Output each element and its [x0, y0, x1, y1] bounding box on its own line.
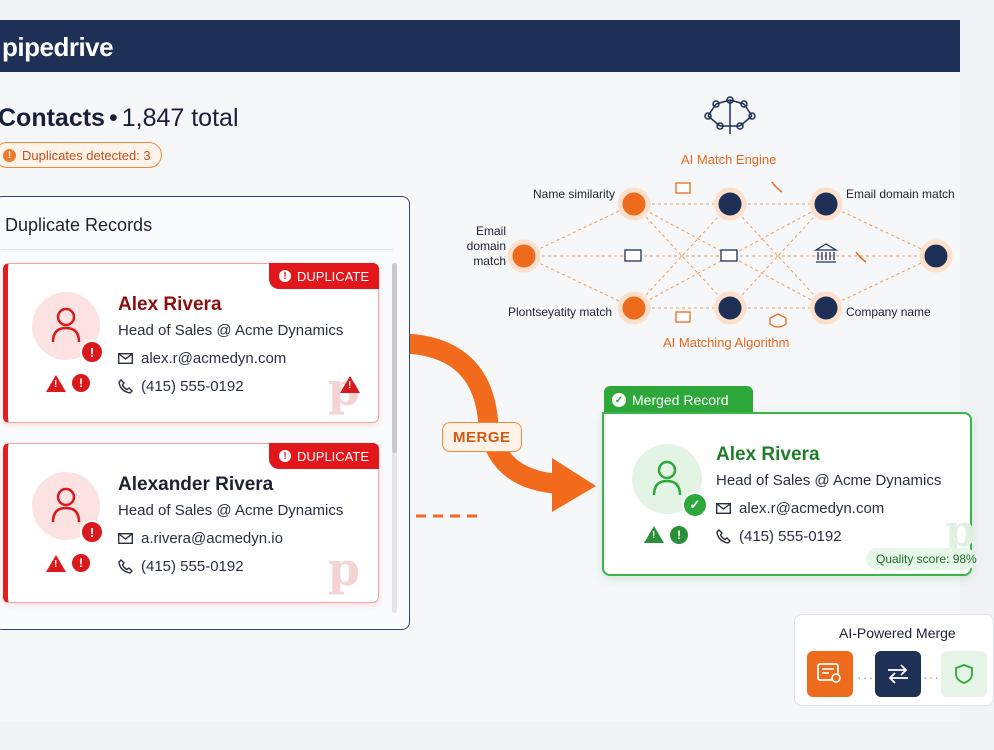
warning-triangle-icon: !: [46, 374, 66, 392]
contact-count: 1,847 total: [121, 104, 239, 132]
duplicate-records-panel: Duplicate Records ! DUPLICATE ! ! ! Alex …: [0, 196, 410, 630]
document-search-icon: [817, 663, 841, 683]
swap-merge-button[interactable]: [875, 651, 921, 697]
merged-record-tab: ✓ Merged Record: [604, 386, 753, 414]
panel-scrollbar[interactable]: [392, 263, 397, 613]
contact-email: alex.r@acmedyn.com: [141, 350, 287, 367]
phone-icon: [118, 379, 133, 394]
check-icon: ✓: [612, 393, 626, 407]
contact-phone-row: (415) 555-0192: [118, 378, 244, 395]
contact-email: alex.r@acmedyn.com: [739, 500, 885, 517]
duplicate-records-title: Duplicate Records: [5, 215, 153, 235]
merge-button[interactable]: MERGE: [442, 422, 522, 452]
label-phonetic-match: Plontseyatity match: [508, 305, 613, 319]
check-icon: ✓: [682, 492, 708, 518]
quality-score-badge: Quality score: 98%: [866, 548, 977, 570]
contact-email: a.rivera@acmedyn.io: [141, 530, 283, 547]
swap-arrows-icon: [888, 664, 908, 684]
contact-phone: (415) 555-0192: [739, 528, 842, 545]
duplicate-badge: ! DUPLICATE: [269, 443, 379, 469]
contact-name: Alex Rivera: [716, 444, 820, 465]
label-company-name: Company name: [846, 305, 931, 319]
label-name-similarity: Name similarity: [533, 187, 616, 201]
alert-icon: !: [80, 340, 104, 364]
warning-triangle-icon: !: [46, 554, 66, 572]
contact-role: Head of Sales @ Acme Dynamics: [118, 322, 344, 339]
envelope-icon: [715, 502, 732, 515]
duplicates-detected-pill[interactable]: ! Duplicates detected: 3: [0, 142, 162, 168]
contact-phone-row: (415) 555-0192: [118, 558, 244, 575]
duplicates-detected-text: Duplicates detected: 3: [22, 147, 151, 163]
duplicate-badge-text: DUPLICATE: [297, 448, 369, 464]
title-separator: •: [108, 104, 118, 132]
warning-icons: ! !: [46, 554, 90, 572]
avatar: !: [32, 292, 104, 364]
avatar: !: [32, 472, 104, 544]
duplicate-badge-text: DUPLICATE: [297, 268, 369, 284]
duplicate-badge: ! DUPLICATE: [269, 263, 379, 289]
duplicate-card[interactable]: ! DUPLICATE ! ! ! Alexander Rivera Head o…: [3, 443, 379, 603]
alert-circle-icon: !: [670, 526, 688, 544]
alert-icon: !: [80, 520, 104, 544]
record-scan-button[interactable]: [807, 651, 853, 697]
shield-check-icon: [955, 664, 973, 684]
pipedrive-logo[interactable]: pipedrive: [2, 32, 114, 62]
contact-email-row: alex.r@acmedyn.com: [117, 350, 287, 367]
contact-role: Head of Sales @ Acme Dynamics: [716, 472, 942, 489]
page-title: Contacts•1,847 total: [0, 104, 239, 133]
merged-record-card[interactable]: ✓ ! ! Alex Rivera Head of Sales @ Acme D…: [602, 412, 977, 576]
connector-dots: ···: [857, 669, 874, 685]
verify-button[interactable]: [941, 651, 987, 697]
warning-triangle-icon: !: [340, 376, 360, 393]
ai-powered-merge-title: AI-Powered Merge: [839, 625, 956, 641]
pipedrive-watermark-icon: p: [327, 542, 360, 596]
warning-icons: ! !: [46, 374, 90, 392]
duplicate-card[interactable]: ! DUPLICATE ! ! ! Alex Rivera Head of Sal…: [3, 263, 379, 423]
alert-circle-icon: !: [72, 374, 90, 392]
contact-role: Head of Sales @ Acme Dynamics: [118, 502, 344, 519]
label-email-domain-right: Email domain match: [846, 187, 955, 201]
contact-email-row: alex.r@acmedyn.com: [715, 500, 885, 517]
contact-email-row: a.rivera@acmedyn.io: [117, 530, 283, 547]
contact-name: Alexander Rivera: [118, 474, 274, 495]
avatar: ✓: [632, 444, 708, 518]
merged-record-tab-text: Merged Record: [632, 392, 729, 408]
alert-circle-icon: !: [72, 554, 90, 572]
contact-phone: (415) 555-0192: [141, 558, 244, 575]
alert-icon: !: [3, 148, 16, 162]
alert-icon: !: [279, 270, 291, 282]
ai-match-engine-title: AI Match Engine: [681, 152, 777, 167]
contact-phone: (415) 555-0192: [141, 378, 244, 395]
ai-matching-algorithm-title: AI Matching Algorithm: [663, 335, 790, 350]
label-email-domain-left: Email domain match: [466, 224, 506, 268]
envelope-icon: [117, 352, 134, 365]
user-icon: [51, 487, 81, 523]
envelope-icon: [117, 532, 134, 545]
page: pipedrive Contacts•1,847 total ! Duplica…: [0, 20, 994, 706]
phone-icon: [716, 529, 731, 544]
scrollbar-thumb[interactable]: [392, 263, 397, 453]
alert-icon: !: [279, 450, 291, 462]
user-icon: [51, 307, 81, 343]
user-icon: [652, 460, 682, 496]
page-title-text: Contacts: [0, 104, 105, 132]
contact-name: Alex Rivera: [118, 294, 222, 315]
panel-divider: [1, 249, 393, 250]
contact-phone-row: (415) 555-0192: [716, 528, 842, 545]
warning-triangle-icon: !: [644, 526, 664, 543]
connector-dots: ···: [923, 669, 940, 685]
top-navbar: pipedrive: [0, 20, 960, 72]
ai-powered-merge-panel: AI-Powered Merge ··· ···: [794, 614, 994, 706]
status-icons: ! !: [644, 526, 688, 544]
phone-icon: [118, 559, 133, 574]
